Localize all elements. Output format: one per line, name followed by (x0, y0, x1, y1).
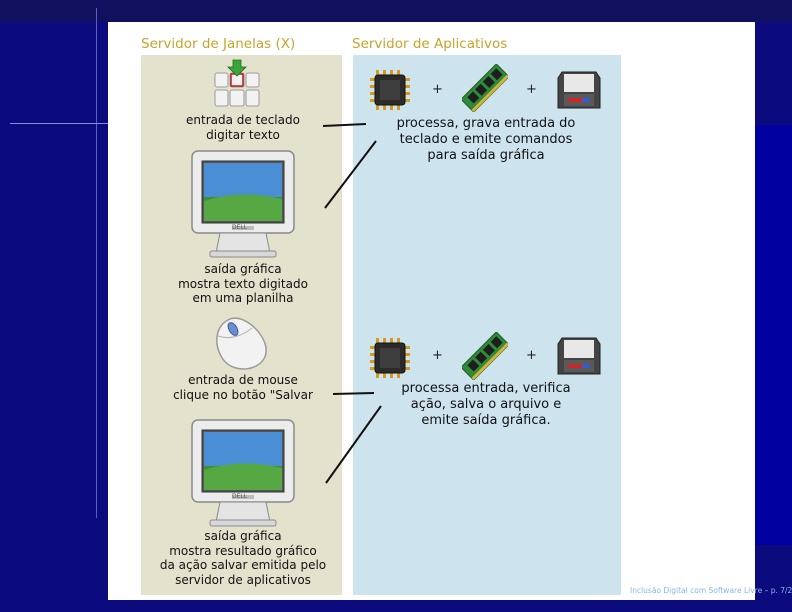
keyboard-icon (214, 58, 260, 116)
graphic-output-label-1: saída gráfica mostra texto digitado em u… (178, 262, 308, 305)
mouse-icon (212, 314, 270, 376)
slide-top-band (0, 0, 792, 22)
plus-sign: + (526, 348, 537, 363)
memory-module-icon (460, 63, 510, 116)
monitor-icon (190, 149, 296, 263)
process-text-2: processa entrada, verifica ação, salva o… (401, 381, 571, 428)
connector-process-to-output (324, 140, 377, 209)
process-text-1: processa, grava entrada do teclado e emi… (396, 116, 576, 163)
plus-sign: + (526, 82, 537, 97)
slide-footer: Inclusão Digital com Software Livre – p.… (630, 586, 792, 595)
monitor-icon (190, 418, 296, 532)
connector-keyboard-to-process (322, 123, 367, 127)
decor-vertical-line (96, 8, 97, 518)
hard-drive-icon (556, 334, 602, 382)
keyboard-input-label: entrada de teclado digitar texto (186, 113, 300, 142)
hard-drive-icon (556, 68, 602, 116)
cpu-chip-icon (368, 68, 412, 116)
monitor-brand: DELL (232, 493, 248, 500)
memory-module-icon (460, 331, 510, 384)
plus-sign: + (432, 82, 443, 97)
graphic-output-label-2: saída gráfica mostra resultado gráfico d… (159, 529, 327, 587)
cpu-chip-icon (368, 336, 412, 384)
mouse-input-label: entrada de mouse clique no botão "Salvar (173, 373, 313, 402)
application-server-header: Servidor de Aplicativos (352, 36, 508, 52)
connector-mouse-to-process (332, 392, 375, 395)
window-server-header: Servidor de Janelas (X) (141, 36, 296, 52)
plus-sign: + (432, 348, 443, 363)
connector-process-to-output-2 (325, 405, 382, 484)
application-server-panel (353, 55, 621, 595)
monitor-brand: DELL (232, 224, 248, 231)
decor-horizontal-line (10, 123, 110, 124)
slide-right-band (755, 125, 792, 545)
